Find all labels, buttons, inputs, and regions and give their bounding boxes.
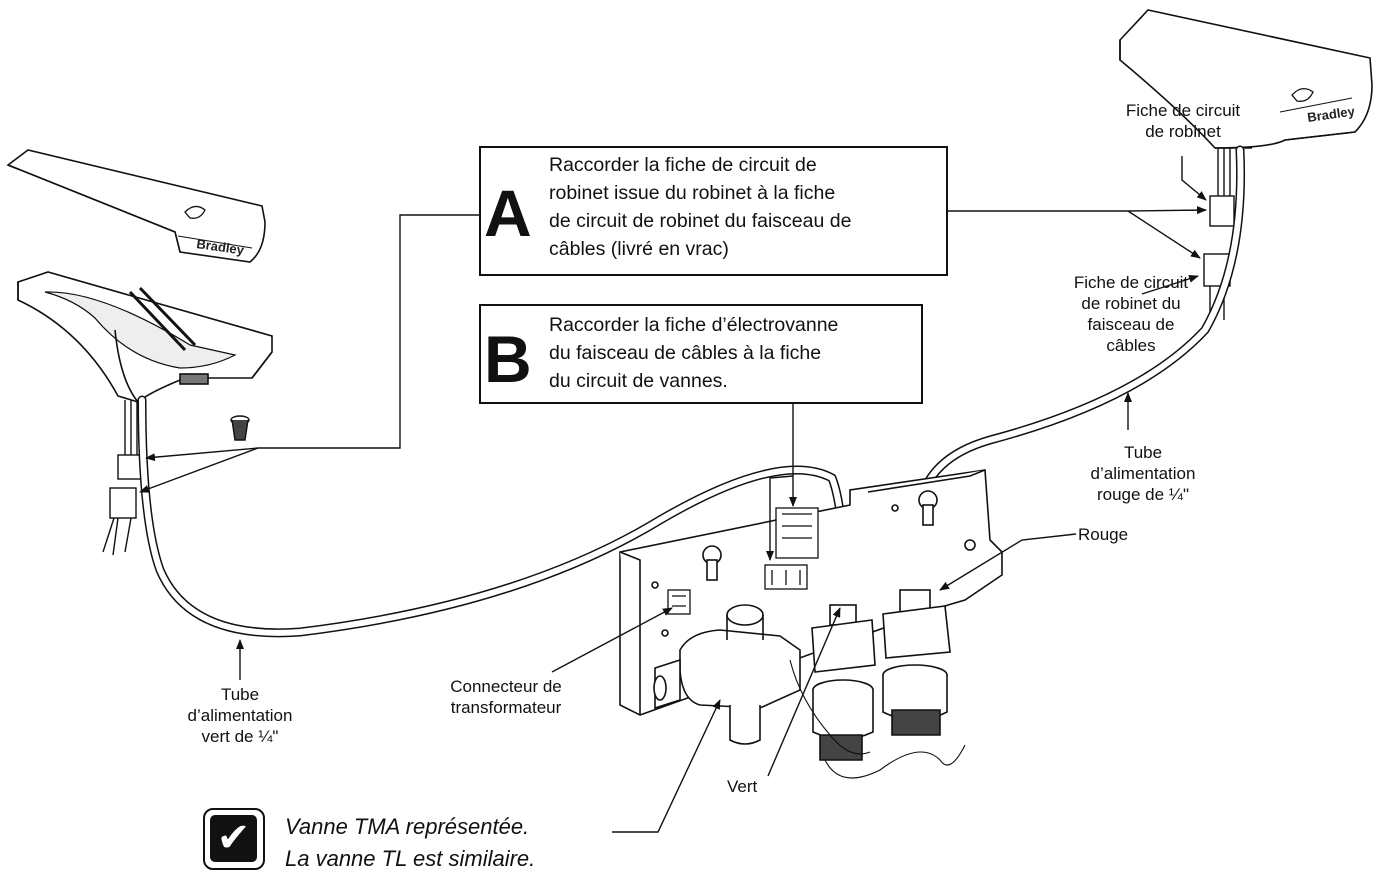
right-cover-brand: Bradley bbox=[1306, 103, 1356, 125]
callout-a-letter: A bbox=[484, 176, 532, 250]
label-tube-vert: Tube d’alimentation vert de ¼" bbox=[175, 684, 305, 747]
mounting-screw bbox=[230, 415, 250, 441]
label-connecteur-line-1: Connecteur de bbox=[450, 677, 562, 696]
label-fiche-faisceau: Fiche de circuit de robinet du faisceau … bbox=[1066, 272, 1196, 356]
callout-a-line-3: de circuit de robinet du faisceau de bbox=[549, 210, 852, 232]
label-tube-vert-line-1: Tube bbox=[220, 685, 260, 704]
label-rouge: Rouge bbox=[1078, 525, 1129, 544]
label-fiche-faisceau-line-1: Fiche de circuit bbox=[1073, 273, 1189, 292]
label-connecteur: Connecteur de transformateur bbox=[436, 676, 576, 718]
label-tube-vert-line-2: d’alimentation bbox=[187, 706, 293, 725]
label-fiche-faisceau-line-4: câbles bbox=[1106, 336, 1156, 355]
callout-b-letter: B bbox=[484, 322, 532, 396]
callout-b-line-2: du faisceau de câbles à la fiche bbox=[549, 342, 822, 364]
note-line-2: La vanne TL est similaire. bbox=[285, 846, 536, 871]
left-faucet-body bbox=[17, 271, 273, 403]
callout-b: B Raccorder la fiche d’électrovanne du f… bbox=[479, 304, 923, 404]
right-faucet: Bradley bbox=[1119, 9, 1373, 149]
label-fiche-robinet: Fiche de circuit de robinet bbox=[1118, 100, 1248, 142]
label-tube-rouge-line-1: Tube bbox=[1123, 443, 1163, 462]
label-fiche-faisceau-line-3: faisceau de bbox=[1087, 315, 1175, 334]
leader-lines bbox=[139, 156, 1207, 833]
solenoid-valve-red bbox=[882, 589, 951, 736]
callout-b-line-3: du circuit de vannes. bbox=[549, 370, 728, 392]
label-connecteur-line-2: transformateur bbox=[450, 698, 562, 717]
label-fiche-faisceau-line-2: de robinet du bbox=[1081, 294, 1181, 313]
left-cover-brand: Bradley bbox=[196, 236, 246, 258]
mixing-valve bbox=[653, 604, 801, 745]
callout-a-line-2: robinet issue du robinet à la fiche bbox=[549, 182, 836, 204]
transformer-connector bbox=[667, 589, 691, 615]
label-tube-vert-line-3: vert de ¼" bbox=[201, 727, 279, 746]
callout-a: A Raccorder la fiche de circuit de robin… bbox=[479, 146, 948, 276]
callout-a-line-1: Raccorder la fiche de circuit de bbox=[549, 154, 817, 176]
note-line-1: Vanne TMA représentée. bbox=[285, 814, 530, 839]
left-faucet-cover: Bradley bbox=[6, 149, 266, 263]
label-vert: Vert bbox=[727, 777, 758, 796]
valve-wires bbox=[789, 659, 966, 779]
label-tube-rouge-line-2: d’alimentation bbox=[1090, 464, 1196, 483]
label-tube-rouge: Tube d’alimentation rouge de ¼" bbox=[1078, 442, 1208, 505]
checkmark-icon: ✔ bbox=[203, 808, 265, 870]
solenoid-valve-green bbox=[811, 604, 876, 761]
callout-a-line-4: câbles (livré en vrac) bbox=[549, 238, 729, 260]
label-fiche-robinet-line-1: Fiche de circuit bbox=[1125, 101, 1241, 120]
valve-circuit-connectors bbox=[764, 507, 819, 590]
label-tube-rouge-line-3: rouge de ¼" bbox=[1096, 485, 1190, 504]
callout-b-line-1: Raccorder la fiche d’électrovanne bbox=[549, 314, 839, 336]
label-fiche-robinet-line-2: de robinet bbox=[1145, 122, 1221, 141]
